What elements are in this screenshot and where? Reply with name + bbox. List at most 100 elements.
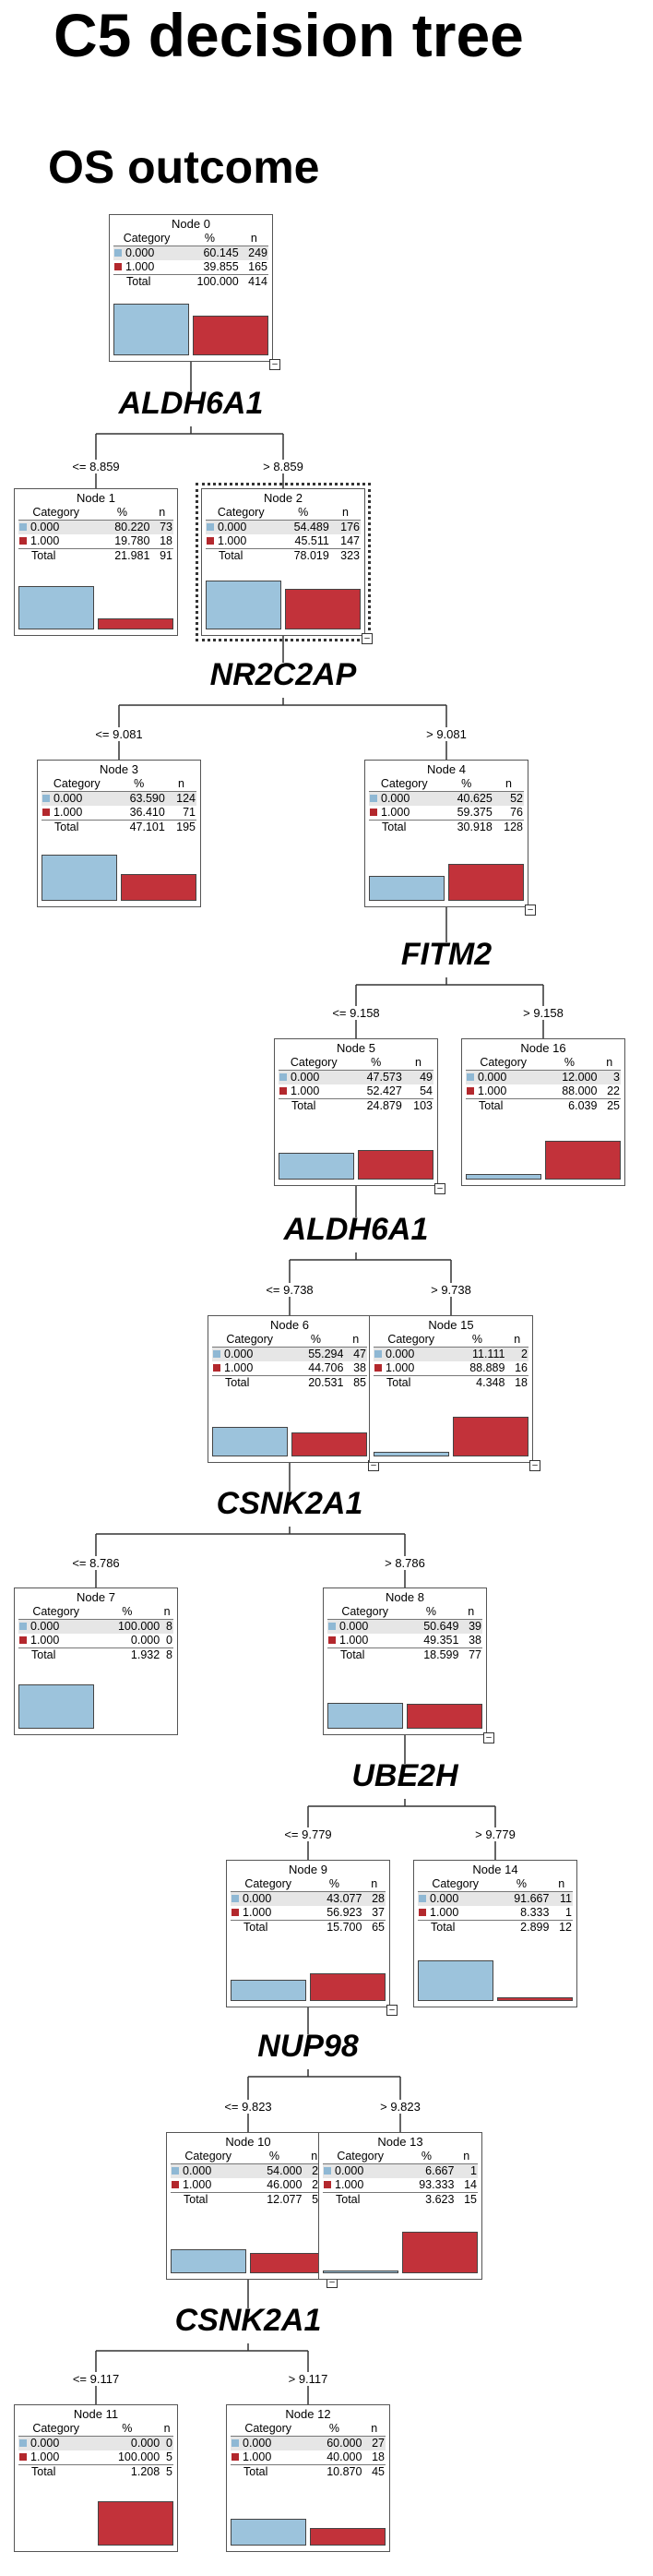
class-1-percent: 8.333 xyxy=(520,1906,550,1919)
class-1-count: 16 xyxy=(515,1361,528,1374)
class-0-count: 124 xyxy=(165,791,196,806)
collapse-toggle-icon[interactable]: – xyxy=(483,1732,494,1743)
class-0-label: 0.000 xyxy=(339,1620,369,1633)
count-header: n xyxy=(165,777,196,792)
class-1-bar xyxy=(291,1432,367,1456)
collapse-toggle-icon[interactable]: – xyxy=(269,359,280,370)
total-percent: 1.932 xyxy=(93,1647,161,1662)
class-distribution-bars xyxy=(18,572,173,629)
class-1-label: 1.000 xyxy=(243,2450,272,2463)
class-0-swatch-icon xyxy=(19,523,27,531)
class-0-bar xyxy=(113,304,190,355)
class-1-swatch-icon xyxy=(374,1364,382,1372)
collapse-toggle-icon[interactable]: – xyxy=(529,1460,540,1471)
class-1-bar xyxy=(401,2232,478,2273)
class-0-label: 0.000 xyxy=(218,521,247,533)
class-1-swatch-icon xyxy=(114,263,122,270)
class-distribution-bars xyxy=(327,1671,482,1729)
class-1-bar xyxy=(284,588,361,629)
class-1-count: 18 xyxy=(372,2450,385,2463)
class-1-count: 0 xyxy=(166,1634,172,1647)
percent-header: % xyxy=(305,2422,363,2437)
class-1-label: 1.000 xyxy=(243,1906,272,1919)
total-label: Total xyxy=(327,1647,403,1662)
class-1-percent: 39.855 xyxy=(203,260,239,273)
class-0-swatch-icon xyxy=(324,2167,331,2175)
percent-header: % xyxy=(112,777,166,792)
collapse-toggle-icon[interactable]: – xyxy=(434,1183,445,1194)
class-0-count: 2 xyxy=(505,1347,528,1361)
class-1-percent: 56.923 xyxy=(326,1906,362,1919)
class-0-label: 0.000 xyxy=(243,2437,272,2450)
total-percent: 47.101 xyxy=(112,820,166,834)
class-1-label: 1.000 xyxy=(30,1634,60,1647)
class-1-swatch-icon xyxy=(213,1364,220,1372)
class-1-label: 1.000 xyxy=(381,806,410,819)
class-0-count: 8 xyxy=(160,1619,173,1634)
class-0-count: 27 xyxy=(362,2436,386,2450)
count-header: n xyxy=(550,1877,573,1892)
class-0-percent: 12.000 xyxy=(540,1070,599,1084)
class-0-percent: 43.077 xyxy=(305,1891,363,1906)
class-1-percent: 100.000 xyxy=(117,2450,160,2463)
percent-header: % xyxy=(180,232,240,246)
total-label: Total xyxy=(42,820,113,834)
class-1-label: 1.000 xyxy=(53,806,83,819)
category-header: Category xyxy=(466,1056,541,1071)
collapse-toggle-icon[interactable]: – xyxy=(525,905,536,916)
class-0-bar xyxy=(171,2249,247,2273)
class-0-swatch-icon xyxy=(19,1623,27,1630)
class-0-label: 0.000 xyxy=(30,1620,60,1633)
class-1-label: 1.000 xyxy=(224,1361,254,1374)
percent-header: % xyxy=(493,1877,551,1892)
class-1-bar xyxy=(309,2527,386,2546)
collapse-toggle-icon[interactable]: – xyxy=(386,2005,398,2016)
class-distribution-bars xyxy=(18,2488,173,2546)
category-header: Category xyxy=(374,1333,449,1348)
class-0-swatch-icon xyxy=(42,795,50,802)
class-0-label: 0.000 xyxy=(291,1071,320,1084)
node-id: Node 16 xyxy=(520,1041,566,1055)
total-count: 8 xyxy=(160,1647,173,1662)
percent-header: % xyxy=(349,1056,403,1071)
split-variable-label: NR2C2AP xyxy=(209,657,357,692)
class-0-percent: 60.000 xyxy=(305,2436,363,2450)
class-1-count: 22 xyxy=(607,1084,620,1097)
class-0-percent: 55.294 xyxy=(287,1347,345,1361)
class-0-percent: 60.145 xyxy=(180,246,240,260)
percent-header: % xyxy=(276,506,330,521)
class-distribution-bars xyxy=(171,2216,326,2273)
tree-node[interactable]: Node 10Category%n0.00054.000271.00046.00… xyxy=(166,2132,338,2288)
class-distribution-bars xyxy=(212,1399,367,1456)
class-0-percent: 80.220 xyxy=(93,520,151,534)
class-1-percent: 49.351 xyxy=(423,1634,459,1647)
class-0-swatch-icon xyxy=(328,1623,336,1630)
total-percent: 21.981 xyxy=(93,548,151,563)
class-1-swatch-icon xyxy=(19,1636,27,1644)
total-count: 12 xyxy=(550,1920,573,1935)
count-header: n xyxy=(150,506,173,521)
collapse-toggle-icon[interactable]: – xyxy=(362,633,373,644)
